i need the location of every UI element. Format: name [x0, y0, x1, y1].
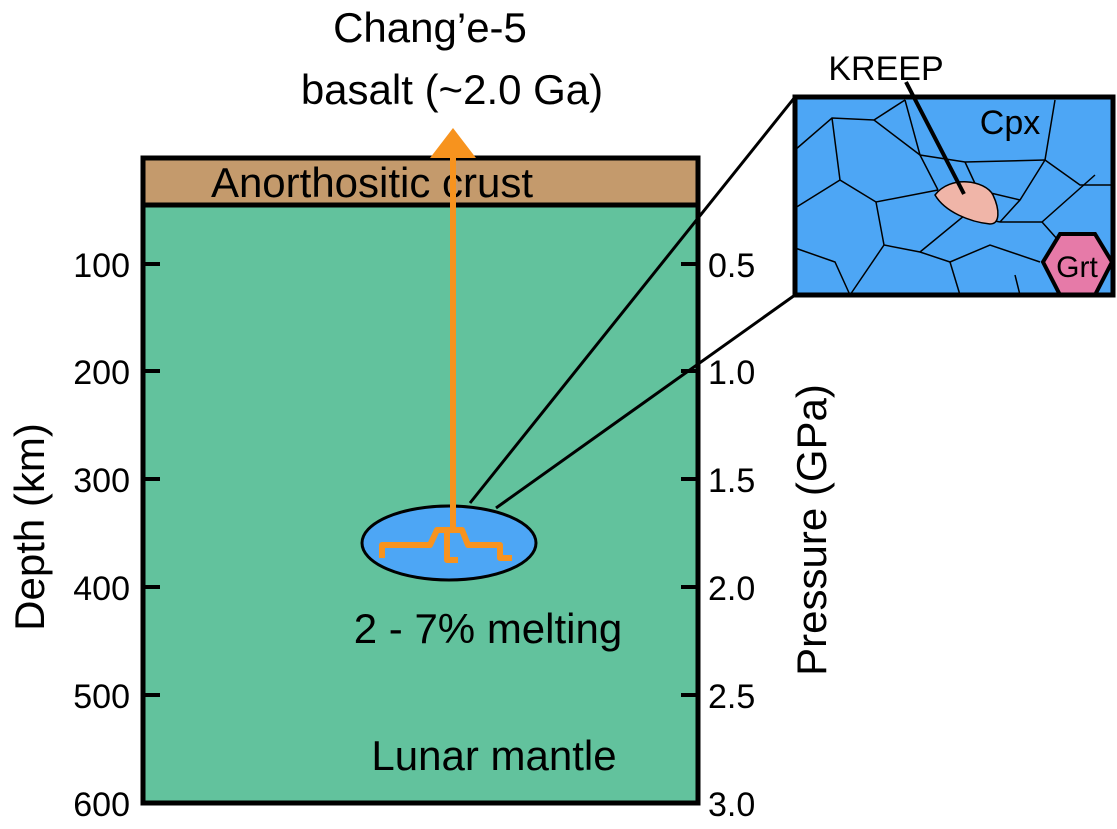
mineral-inset: KREEP Cpx Grt	[792, 50, 1116, 298]
inset-connector-top	[468, 96, 797, 504]
pressure-axis-title: Pressure (GPa)	[788, 384, 835, 676]
pressure-tick-1.5: 1.5	[708, 462, 755, 500]
cpx-label: Cpx	[980, 104, 1040, 142]
depth-tick-300: 300	[73, 462, 130, 500]
melting-label: 2 - 7% melting	[354, 605, 622, 652]
depth-tick-200: 200	[73, 354, 130, 392]
crust-label: Anorthositic crust	[211, 159, 533, 206]
kreep-pointer	[904, 81, 966, 195]
depth-axis-title: Depth (km)	[6, 423, 53, 631]
title-line-2: basalt (~2.0 Ga)	[301, 66, 603, 113]
magma-channels	[379, 152, 512, 563]
pressure-tick-1.0: 1.0	[708, 354, 755, 392]
grt-label: Grt	[1056, 251, 1098, 284]
depth-axis-ticks	[143, 262, 160, 697]
depth-tick-100: 100	[73, 247, 130, 285]
depth-tick-500: 500	[73, 678, 130, 716]
kreep-grain	[934, 181, 999, 225]
lunar-mantle-layer	[143, 205, 698, 803]
eruption-arrowhead	[430, 128, 476, 158]
title-line-1: Chang’e-5	[333, 4, 527, 51]
inset-connector-bottom	[495, 293, 796, 510]
pressure-tick-2.0: 2.0	[708, 570, 755, 608]
mantle-label: Lunar mantle	[371, 732, 616, 779]
pressure-tick-2.5: 2.5	[708, 678, 755, 716]
pressure-tick-0.5: 0.5	[708, 247, 755, 285]
grain-boundaries	[794, 99, 1113, 296]
inset-frame	[792, 94, 1116, 298]
kreep-label: KREEP	[828, 50, 943, 88]
depth-tick-600: 600	[73, 786, 130, 824]
pressure-tick-3.0: 3.0	[708, 786, 755, 824]
anorthositic-crust-layer	[143, 158, 698, 205]
depth-tick-400: 400	[73, 570, 130, 608]
